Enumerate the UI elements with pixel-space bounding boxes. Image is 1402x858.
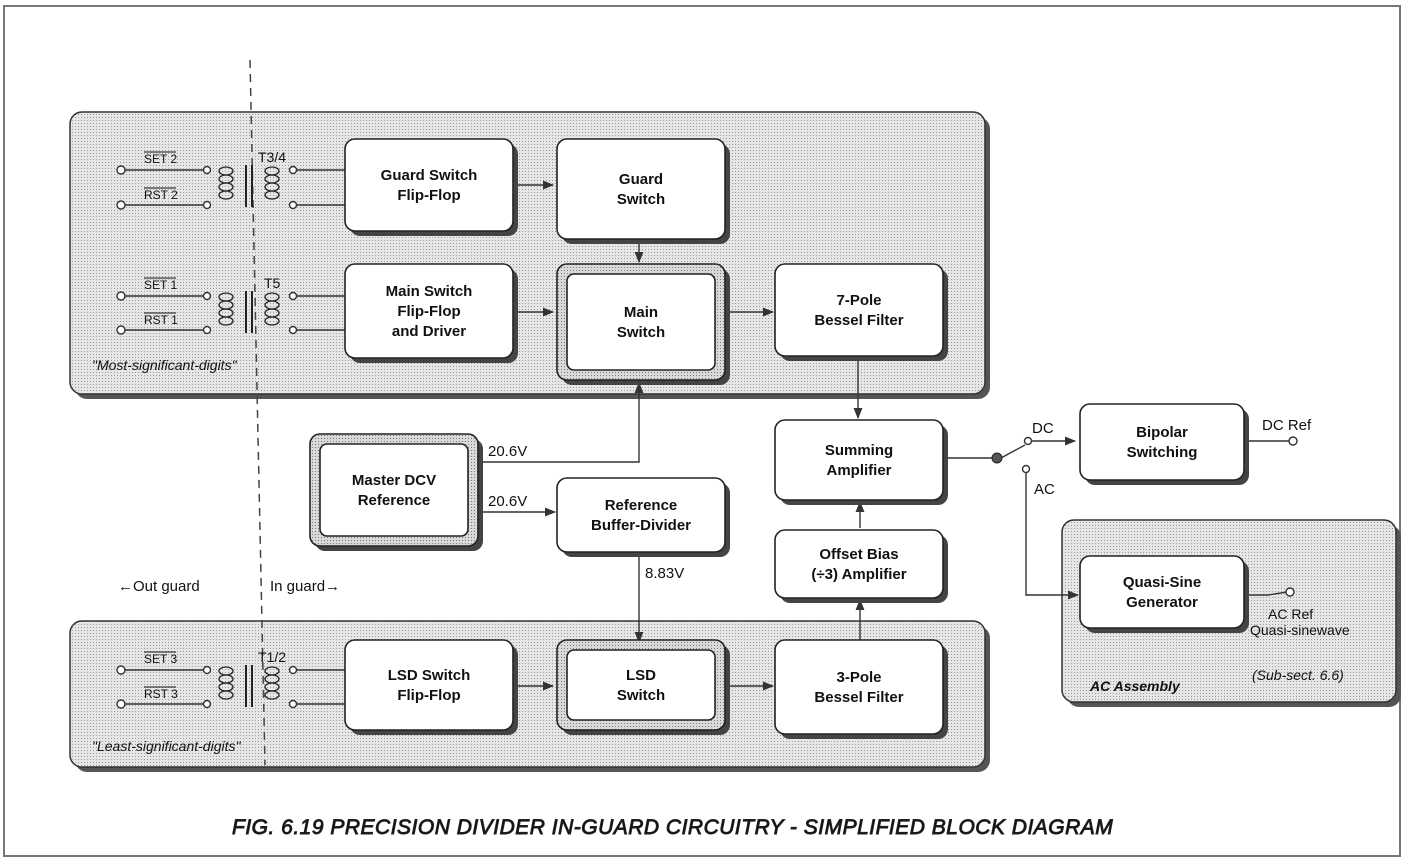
dc-label: DC xyxy=(1032,420,1054,437)
page-frame xyxy=(3,5,1401,857)
msd-label: "Most-significant-digits" xyxy=(92,357,238,373)
block-quasi-label-2: Generator xyxy=(1126,594,1198,611)
quasi-sinewave-label: Quasi-sinewave xyxy=(1250,622,1350,638)
block-bipolar-label-1: Bipolar xyxy=(1136,424,1188,441)
block-lsd-ff-label-2: Flip-Flop xyxy=(397,687,460,704)
block-bessel7-label-1: 7-Pole xyxy=(836,292,881,309)
set3-label: SET 3 xyxy=(144,652,177,666)
block-summing-label-1: Summing xyxy=(825,442,893,459)
wiring xyxy=(124,169,1290,705)
block-main-ff-label-1: Main Switch xyxy=(386,283,473,300)
block-guard-ff-label-1: Guard Switch xyxy=(381,167,478,184)
switch-pivot-icon xyxy=(991,452,1003,464)
block-bessel3-label-2: Bessel Filter xyxy=(814,689,903,706)
block-master-ref-label-1: Master DCV xyxy=(352,472,436,489)
set1-label: SET 1 xyxy=(144,278,177,292)
block-master-ref: Master DCV Reference xyxy=(309,433,483,551)
block-offset: Offset Bias (÷3) Amplifier xyxy=(774,529,948,603)
in-guard-label: In guard→ xyxy=(270,578,340,595)
block-lsd-switch: LSD Switch xyxy=(556,639,730,735)
block-bessel3-label-1: 3-Pole xyxy=(836,669,881,686)
block-lsd-switch-label-1: LSD xyxy=(626,667,656,684)
block-quasi-label-1: Quasi-Sine xyxy=(1123,574,1201,591)
lsd-label: "Least-significant-digits" xyxy=(92,738,241,754)
rst1-label: RST 1 xyxy=(144,313,178,327)
ac-assembly-label: AC Assembly xyxy=(1089,678,1181,694)
ac-label: AC xyxy=(1034,481,1055,498)
block-lsd-switch-label-2: Switch xyxy=(617,687,665,704)
ac-subsection-label: (Sub-sect. 6.6) xyxy=(1252,667,1344,683)
voltage-mid-label: 20.6V xyxy=(488,493,527,510)
transformer-t12-icon xyxy=(218,665,280,707)
terminals xyxy=(116,165,1298,709)
transformer-t34-icon xyxy=(218,165,280,207)
dc-ref-label: DC Ref xyxy=(1262,417,1312,434)
block-ref-buffer-label-2: Buffer-Divider xyxy=(591,517,691,534)
block-bessel7-label-2: Bessel Filter xyxy=(814,312,903,329)
signal-labels: SET 2 RST 2 SET 1 RST 1 SET 3 RST 3 xyxy=(144,151,178,701)
transformer-t34-label: T3/4 xyxy=(258,149,286,165)
transformer-t5-label: T5 xyxy=(264,275,281,291)
ac-ref-label: AC Ref xyxy=(1268,606,1313,622)
block-ref-buffer-label-1: Reference xyxy=(605,497,678,514)
msd-region xyxy=(69,111,990,399)
transformers xyxy=(218,165,280,707)
block-guard-switch-label-1: Guard xyxy=(619,171,663,188)
block-guard-switch-label-2: Switch xyxy=(617,191,665,208)
block-guard-ff-label-2: Flip-Flop xyxy=(397,187,460,204)
block-main-ff-label-3: and Driver xyxy=(392,323,466,340)
lsd-region xyxy=(69,620,990,772)
voltage-top-label: 20.6V xyxy=(488,443,527,460)
block-main-switch-label-2: Switch xyxy=(617,324,665,341)
figure-caption: FIG. 6.19 PRECISION DIVIDER IN-GUARD CIR… xyxy=(232,816,1113,839)
set2-label: SET 2 xyxy=(144,152,177,166)
transformer-t5-icon xyxy=(218,291,280,333)
voltage-div-label: 8.83V xyxy=(645,565,684,582)
out-guard-label: ←Out guard xyxy=(118,578,200,595)
rst2-label: RST 2 xyxy=(144,188,178,202)
block-summing-label-2: Amplifier xyxy=(826,462,891,479)
block-offset-label-1: Offset Bias xyxy=(819,546,898,563)
block-main-switch-label-1: Main xyxy=(624,304,658,321)
block-master-ref-label-2: Reference xyxy=(358,492,431,509)
block-lsd-ff-label-1: LSD Switch xyxy=(388,667,471,684)
transformer-t12-label: T1/2 xyxy=(258,649,286,665)
block-main-ff-label-2: Flip-Flop xyxy=(397,303,460,320)
block-offset-label-2: (÷3) Amplifier xyxy=(811,566,906,583)
rst3-label: RST 3 xyxy=(144,687,178,701)
block-bipolar-label-2: Switching xyxy=(1127,444,1198,461)
